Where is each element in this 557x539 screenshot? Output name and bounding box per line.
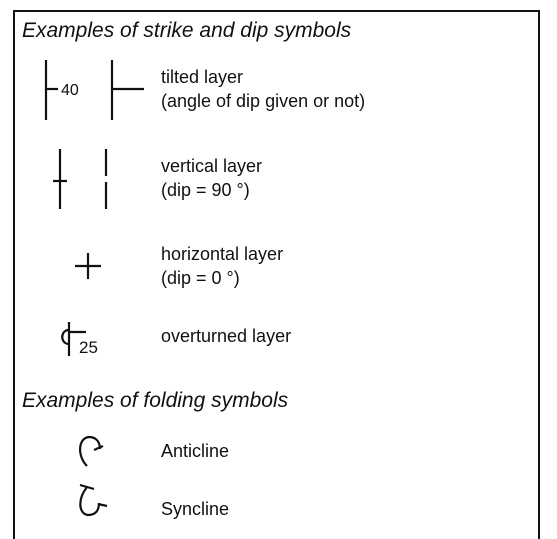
legend-frame	[13, 10, 540, 539]
tilted-layer-symbols: 40	[44, 60, 144, 120]
tilted-layer-dip-symbol: 40	[44, 60, 79, 120]
folding-heading: Examples of folding symbols	[22, 389, 289, 412]
vertical-layer-symbols	[53, 149, 108, 209]
syncline-label: Syncline	[161, 499, 230, 519]
horizontal-layer-symbol	[75, 253, 101, 279]
tilted-layer-strike-symbol	[110, 60, 144, 120]
overturned-layer-symbol: 25	[61, 322, 98, 357]
vertical-layer-symbol-tick	[53, 149, 67, 209]
overturned-layer-label: overturned layer	[161, 326, 292, 346]
vertical-layer-label: vertical layer (dip = 90 °)	[161, 156, 263, 200]
tilted-layer-label: tilted layer (angle of dip given or not)	[161, 67, 366, 111]
syncline-symbol	[79, 483, 108, 517]
anticline-label: Anticline	[161, 441, 230, 461]
anticline-symbol	[79, 435, 104, 467]
tilted-dip-value: 40	[61, 82, 79, 99]
horizontal-layer-label: horizontal layer (dip = 0 °)	[161, 244, 284, 288]
strike-dip-heading: Examples of strike and dip symbols	[22, 19, 352, 42]
overturned-dip-value: 25	[79, 338, 98, 357]
